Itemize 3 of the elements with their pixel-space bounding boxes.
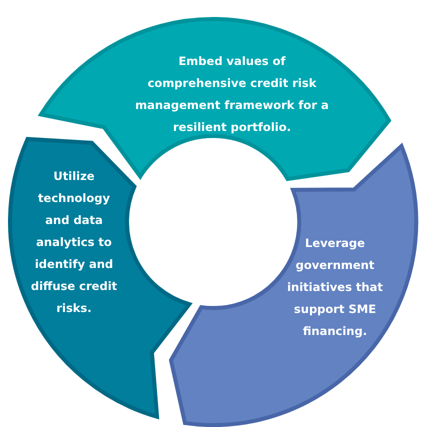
segment-text: Leverage government initiatives that support SME financing. [286,234,384,340]
segment-text: Utilize technology and data analytics to identify and diffuse credit risks. [30,168,118,317]
segment-text: Embed values of comprehensive credit risk management framework for a resilient portfolio. [134,53,330,136]
